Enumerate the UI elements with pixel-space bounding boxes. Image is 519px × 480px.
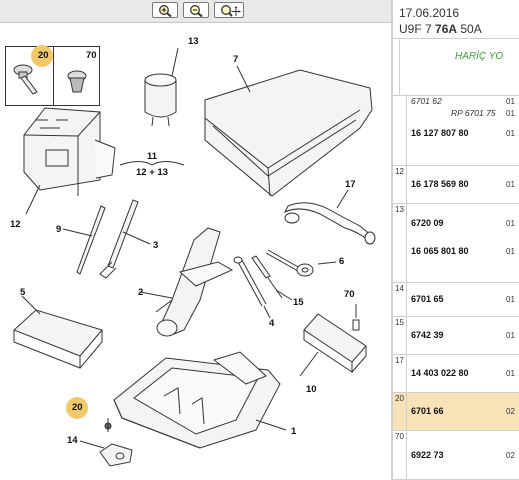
callout-1[interactable]: 1 — [291, 426, 297, 437]
row-key-column — [393, 204, 407, 282]
zoom-fit-button[interactable] — [214, 2, 244, 18]
part-reference[interactable]: 6701 66 — [411, 406, 444, 416]
zoom-in-button[interactable] — [152, 2, 178, 18]
part-quantity: 01 — [506, 97, 515, 106]
exploded-parts-diagram[interactable]: 20 70 13 7 11 12 + 13 12 17 9 3 6 2 15 5… — [0, 22, 391, 480]
parts-list-row[interactable]: 12 16 178 569 80 01 — [393, 166, 519, 204]
row-key-column — [393, 355, 407, 392]
callout-13[interactable]: 13 — [188, 36, 199, 47]
inset-label-left: 20 — [38, 50, 49, 61]
row-index: 20 — [395, 394, 404, 403]
inset-label-right: 70 — [86, 50, 97, 61]
model-code-suffix: 50A — [457, 22, 482, 36]
part-quantity: 02 — [506, 451, 515, 460]
callout-10[interactable]: 10 — [306, 384, 317, 395]
part-reference[interactable]: 6701 65 — [411, 294, 444, 304]
parts-list-row[interactable]: 17 14 403 022 80 01 — [393, 355, 519, 393]
row-index: 13 — [395, 205, 404, 214]
callout-17[interactable]: 17 — [345, 179, 356, 190]
exclusion-note: HARİÇ YO — [455, 51, 504, 62]
fastener-drawing — [13, 64, 87, 95]
callout-11-subparts[interactable]: 12 + 13 — [136, 167, 168, 178]
callout-7[interactable]: 7 — [233, 54, 239, 65]
highlight-marker-20 — [31, 45, 53, 67]
parts-list-header: HARİÇ YO — [393, 38, 519, 96]
callout-5[interactable]: 5 — [20, 287, 26, 298]
part-reference[interactable]: 6742 39 — [411, 330, 444, 340]
part-quantity: 01 — [506, 219, 515, 228]
part-quantity: 01 — [506, 109, 515, 118]
part-reference[interactable]: 6701 62 — [411, 96, 442, 106]
inset-divider — [53, 47, 54, 105]
callout-11[interactable]: 11 — [147, 151, 158, 162]
zoom-out-button[interactable] — [183, 2, 209, 18]
magnifier-plus-icon — [159, 5, 172, 17]
part-reference[interactable]: 16 065 801 80 — [411, 246, 469, 256]
part-quantity: 01 — [506, 295, 515, 304]
row-index: 15 — [395, 318, 404, 327]
panel-divider — [391, 0, 393, 480]
part-reference[interactable]: 14 403 022 80 — [411, 368, 469, 378]
part-quantity: 01 — [506, 331, 515, 340]
part-reference[interactable]: 16 127 807 80 — [411, 128, 469, 138]
header-column-line — [399, 39, 400, 95]
model-code-prefix: U9F 7 — [399, 22, 436, 36]
parts-list: 6701 62 01 RP 6701 75 01 16 127 807 80 01 12 16… — [393, 94, 519, 480]
callout-14[interactable]: 14 — [67, 435, 78, 446]
part-reference[interactable]: 6922 73 — [411, 450, 444, 460]
row-key-column — [393, 94, 407, 165]
row-index: 12 — [395, 167, 404, 176]
callout-12[interactable]: 12 — [10, 219, 21, 230]
callout-6[interactable]: 6 — [339, 256, 345, 267]
callout-70[interactable]: 70 — [344, 289, 355, 300]
row-key-column — [393, 317, 407, 354]
part-quantity: 01 — [506, 180, 515, 189]
parts-list-row[interactable]: 13 6720 09 01 16 065 801 80 01 — [393, 204, 519, 283]
row-key-column — [393, 393, 407, 430]
model-code-bold: 76A — [435, 22, 458, 36]
row-index: 17 — [395, 356, 404, 365]
part-reference[interactable]: 16 178 569 80 — [411, 179, 469, 189]
parts-list-row[interactable]: 70 6922 73 02 — [393, 431, 519, 480]
callout-20[interactable]: 20 — [72, 402, 83, 413]
catalog-date: 17.06.2016 — [399, 6, 460, 20]
magnifier-move-icon — [221, 5, 241, 17]
row-key-column — [393, 166, 407, 203]
row-index: 70 — [395, 432, 404, 441]
callout-15[interactable]: 15 — [293, 297, 304, 308]
row-index: 14 — [395, 284, 404, 293]
callout-3[interactable]: 3 — [153, 240, 159, 251]
fastener-inset: 20 70 — [5, 45, 100, 106]
parts-list-row[interactable]: 14 6701 65 01 — [393, 283, 519, 317]
parts-drawing — [13, 47, 376, 467]
callout-4[interactable]: 4 — [269, 318, 275, 329]
parts-list-row[interactable]: 15 6742 39 01 — [393, 317, 519, 355]
parts-list-row[interactable]: 20 6701 66 02 — [393, 393, 519, 431]
part-reference[interactable]: 6720 09 — [411, 218, 444, 228]
highlight-marker-20 — [66, 397, 88, 419]
callout-2[interactable]: 2 — [138, 287, 144, 298]
callout-9[interactable]: 9 — [56, 224, 62, 235]
parts-list-panel: 17.06.2016 U9F 7 76A 50A HARİÇ YO 6701 6… — [393, 0, 519, 480]
row-key-column — [393, 283, 407, 316]
parts-list-row[interactable]: 6701 62 01 RP 6701 75 01 16 127 807 80 01 — [393, 94, 519, 166]
part-quantity: 01 — [506, 369, 515, 378]
magnifier-minus-icon — [190, 5, 203, 17]
part-quantity: 01 — [506, 247, 515, 256]
model-code: U9F 7 76A 50A — [399, 22, 482, 36]
diagram-toolbar — [0, 0, 391, 23]
part-reference[interactable]: RP 6701 75 — [451, 108, 496, 118]
row-key-column — [393, 431, 407, 479]
part-quantity: 01 — [506, 129, 515, 138]
part-quantity: 02 — [506, 407, 515, 416]
